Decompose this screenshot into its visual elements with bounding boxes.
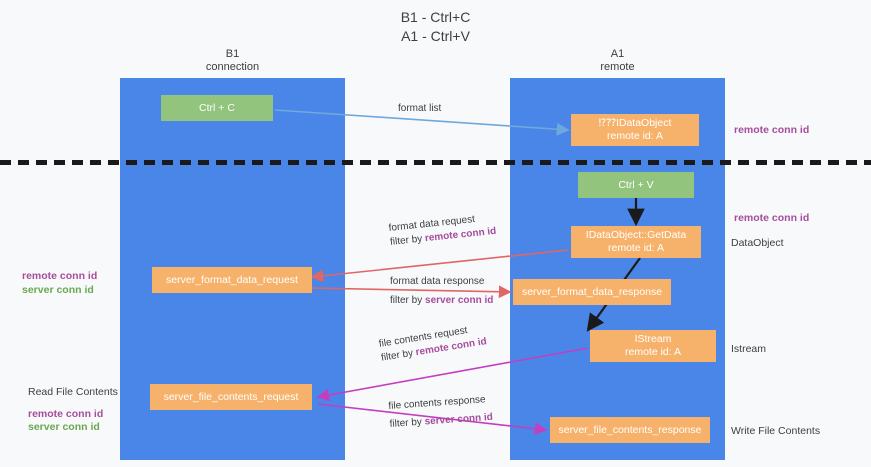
edge-label-file-contents-request: file contents request filter by remote c… — [378, 321, 488, 365]
lane-header-a1: A1 remote — [510, 48, 725, 74]
node-ctrl-v[interactable]: Ctrl + V — [578, 172, 694, 198]
node-istream-line1: IStream — [634, 333, 672, 345]
left-label-mid-server-conn-id: server conn id — [22, 284, 94, 296]
node-server-file-contents-request-label: server_file_contents_request — [163, 390, 299, 403]
left-label-mid-remote-conn-id: remote conn id — [22, 270, 98, 282]
edge-label-format-data-request: format data request filter by remote con… — [388, 211, 497, 250]
right-label-dataobject: DataObject — [731, 237, 784, 249]
section-divider — [0, 160, 871, 165]
filter-by-value: server conn id — [425, 295, 494, 306]
left-label-bottom-remote-conn-id: remote conn id — [28, 408, 104, 420]
right-label-top-remote-conn-id: remote conn id — [734, 124, 810, 136]
filter-by-prefix: filter by — [389, 416, 426, 430]
right-label-mid-remote-conn-id: remote conn id — [734, 212, 810, 224]
node-istream-line2: remote id: A — [624, 346, 682, 358]
edge-label-format-data-response-line1: format data response — [390, 276, 485, 287]
node-server-format-data-request-label: server_format_data_request — [166, 273, 298, 286]
lane-header-b1: B1 connection — [120, 48, 345, 74]
node-ctrl-c[interactable]: Ctrl + C — [161, 95, 273, 121]
lane-header-a1-name: A1 — [610, 48, 625, 60]
right-label-write-file-contents: Write File Contents — [731, 425, 821, 437]
filter-by-prefix: filter by — [389, 233, 426, 248]
edge-label-format-data-response-line2: filter by server conn id — [390, 294, 493, 308]
node-server-file-contents-response[interactable]: server_file_contents_response — [550, 417, 710, 443]
node-istream[interactable]: IStream remote id: A — [590, 330, 716, 362]
title-line-1: B1 - Ctrl+C — [400, 9, 471, 25]
node-idataobject-line1: ⁉⁇IDataObject — [598, 117, 672, 129]
edge-label-file-contents-response-line1: file contents response — [388, 394, 486, 412]
node-idataobject-line2: remote id: A — [606, 130, 664, 142]
lane-header-a1-role: remote — [600, 61, 635, 73]
node-getdata-line1: IDataObject::GetData — [585, 229, 687, 241]
edge-label-format-list: format list — [398, 102, 441, 116]
edge-label-format-data-response: format data response filter by server co… — [390, 275, 493, 308]
page-title: B1 - Ctrl+C A1 - Ctrl+V — [0, 8, 871, 46]
right-label-istream: Istream — [731, 343, 767, 355]
filter-by-value: server conn id — [424, 411, 494, 428]
edge-label-file-contents-response-line2: filter by server conn id — [389, 411, 493, 432]
left-label-bottom-server-conn-id: server conn id — [28, 421, 100, 433]
node-ctrl-c-label: Ctrl + C — [199, 101, 235, 114]
title-line-2: A1 - Ctrl+V — [401, 28, 470, 44]
node-idataobject[interactable]: ⁉⁇IDataObject remote id: A — [571, 114, 699, 146]
node-server-file-contents-request[interactable]: server_file_contents_request — [150, 384, 312, 410]
node-ctrl-v-label: Ctrl + V — [618, 178, 654, 191]
left-label-read-file-contents: Read File Contents — [28, 386, 118, 398]
node-getdata-line2: remote id: A — [607, 242, 665, 254]
edge-label-file-contents-response: file contents response filter by server … — [388, 393, 493, 432]
node-server-format-data-response[interactable]: server_format_data_response — [513, 279, 671, 305]
node-server-format-data-request[interactable]: server_format_data_request — [152, 267, 312, 293]
lane-header-b1-name: B1 — [225, 48, 240, 60]
node-server-format-data-response-label: server_format_data_response — [521, 285, 663, 298]
lane-header-b1-role: connection — [205, 61, 260, 73]
node-server-file-contents-response-label: server_file_contents_response — [558, 423, 702, 436]
edge-label-format-list-text: format list — [398, 103, 442, 114]
filter-by-prefix: filter by — [390, 295, 426, 306]
node-idataobject-getdata[interactable]: IDataObject::GetData remote id: A — [571, 226, 701, 258]
